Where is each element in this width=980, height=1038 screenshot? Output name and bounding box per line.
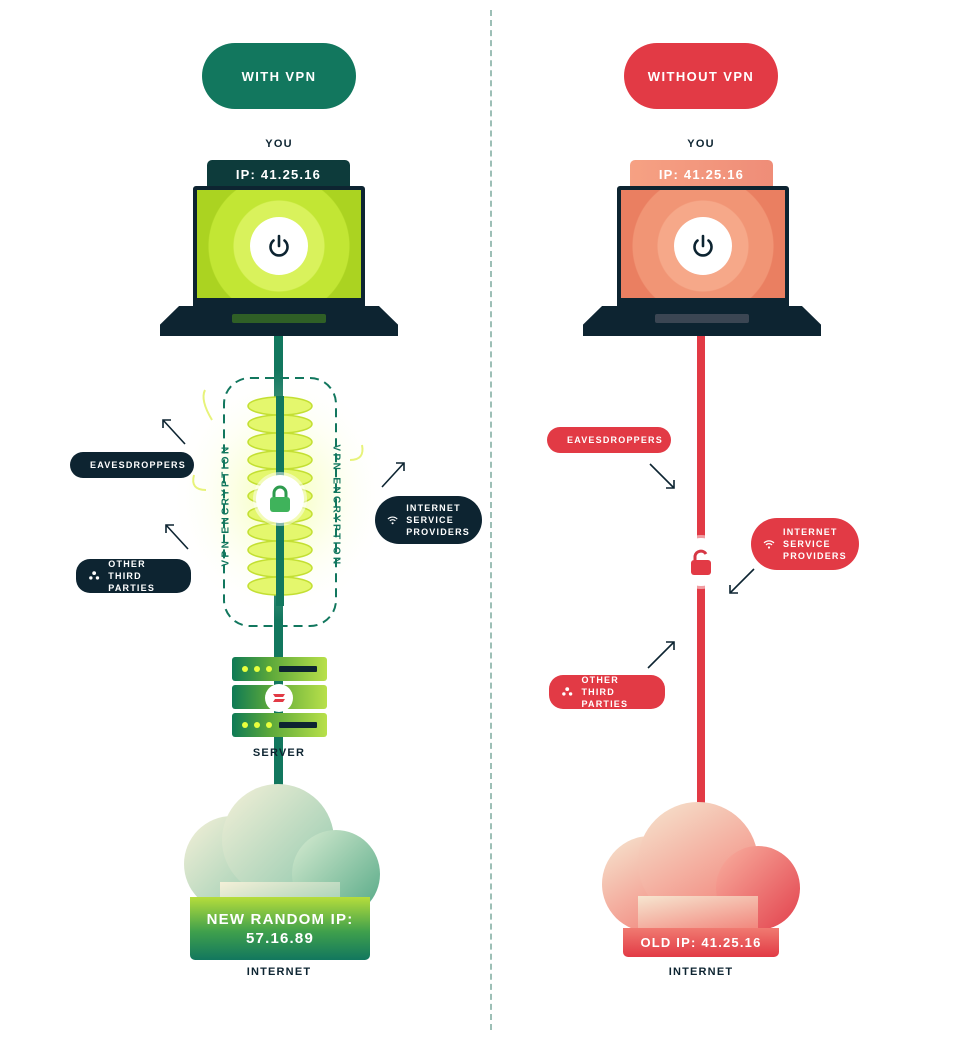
eavesdroppers-text: EAVESDROPPERS bbox=[567, 435, 663, 445]
novpn-laptop-hinge bbox=[617, 298, 789, 306]
isp-pill-vpn: INTERNET SERVICE PROVIDERS bbox=[375, 496, 482, 544]
arrow-icon bbox=[647, 641, 675, 669]
novpn-laptop-touchpad bbox=[655, 314, 749, 323]
third-parties-line-1: OTHER THIRD bbox=[108, 559, 146, 581]
without-vpn-title: WITHOUT VPN bbox=[647, 68, 755, 84]
new-ip-badge: NEW RANDOM IP: 57.16.89 bbox=[190, 897, 370, 960]
with-vpn-heading: WITH VPN bbox=[202, 43, 356, 109]
third-parties-line-1: OTHER THIRD bbox=[581, 675, 619, 697]
old-ip-text: OLD IP: 41.25.16 bbox=[640, 935, 762, 950]
power-button[interactable] bbox=[674, 217, 732, 275]
third-parties-line-2: PARTIES bbox=[581, 699, 629, 709]
old-ip-badge: OLD IP: 41.25.16 bbox=[623, 928, 779, 957]
you-label-novpn: YOU bbox=[687, 138, 715, 150]
isp-line-3: PROVIDERS bbox=[783, 551, 847, 561]
you-label-vpn: YOU bbox=[265, 138, 293, 150]
server-unit bbox=[232, 713, 327, 737]
vpn-cloud bbox=[184, 784, 380, 922]
without-vpn-heading: WITHOUT VPN bbox=[624, 43, 778, 109]
encryption-label-right-wrap: VPN ENCRYPTION bbox=[326, 415, 346, 595]
unlock-icon bbox=[691, 549, 711, 575]
third-parties-line-2: PARTIES bbox=[108, 583, 156, 593]
unlock-badge bbox=[677, 538, 725, 586]
server-label: SERVER bbox=[252, 747, 306, 759]
wifi-icon bbox=[387, 516, 398, 525]
vpn-ip-tab: IP: 41.25.16 bbox=[207, 160, 350, 188]
arrow-icon bbox=[729, 568, 755, 594]
isp-line-1: INTERNET bbox=[783, 527, 838, 537]
people-icon bbox=[89, 571, 100, 580]
novpn-ip-tab: IP: 41.25.16 bbox=[630, 160, 773, 188]
arrow-icon bbox=[162, 419, 186, 445]
isp-line-3: PROVIDERS bbox=[406, 527, 470, 537]
isp-line-1: INTERNET bbox=[406, 503, 461, 513]
third-parties-pill-vpn: OTHER THIRD PARTIES bbox=[76, 559, 191, 593]
people-icon bbox=[562, 687, 573, 696]
wifi-icon bbox=[763, 540, 775, 549]
encryption-label-right: VPN ENCRYPTION bbox=[330, 443, 342, 567]
server-unit bbox=[232, 657, 327, 681]
new-ip-line-1: NEW RANDOM IP: bbox=[206, 910, 354, 928]
internet-label-vpn: INTERNET bbox=[246, 966, 312, 978]
encryption-label-left: VPN ENCRYPTION bbox=[220, 443, 232, 567]
vpn-laptop-touchpad bbox=[232, 314, 326, 323]
isp-line-2: SERVICE bbox=[783, 539, 831, 549]
power-icon bbox=[269, 234, 289, 257]
new-ip-line-2: 57.16.89 bbox=[246, 929, 314, 947]
vpn-laptop-hinge bbox=[193, 298, 365, 306]
novpn-ip-text: IP: 41.25.16 bbox=[658, 166, 745, 182]
power-icon bbox=[693, 234, 713, 257]
arrow-icon bbox=[649, 463, 675, 489]
isp-pill-novpn: INTERNET SERVICE PROVIDERS bbox=[751, 518, 859, 570]
lock-badge bbox=[256, 475, 304, 523]
eavesdroppers-text: EAVESDROPPERS bbox=[90, 460, 186, 470]
with-vpn-title: WITH VPN bbox=[241, 68, 317, 84]
encryption-label-left-wrap: VPN ENCRYPTION bbox=[216, 415, 236, 595]
server-logo bbox=[265, 684, 293, 712]
arrow-icon bbox=[165, 524, 189, 550]
third-parties-pill-novpn: OTHER THIRD PARTIES bbox=[549, 675, 665, 709]
center-divider bbox=[490, 10, 492, 1030]
arrow-icon bbox=[381, 462, 405, 488]
vpn-laptop-screen bbox=[193, 186, 365, 306]
lock-icon bbox=[270, 485, 290, 512]
server-logo-icon bbox=[273, 694, 285, 702]
vpn-ip-text: IP: 41.25.16 bbox=[235, 166, 322, 182]
novpn-cloud bbox=[602, 802, 800, 936]
eavesdroppers-pill-novpn: EAVESDROPPERS bbox=[547, 427, 671, 453]
eavesdroppers-pill-vpn: EAVESDROPPERS bbox=[70, 452, 194, 478]
isp-line-2: SERVICE bbox=[406, 515, 454, 525]
internet-label-novpn: INTERNET bbox=[668, 966, 734, 978]
power-button[interactable] bbox=[250, 217, 308, 275]
novpn-laptop-screen bbox=[617, 186, 789, 306]
